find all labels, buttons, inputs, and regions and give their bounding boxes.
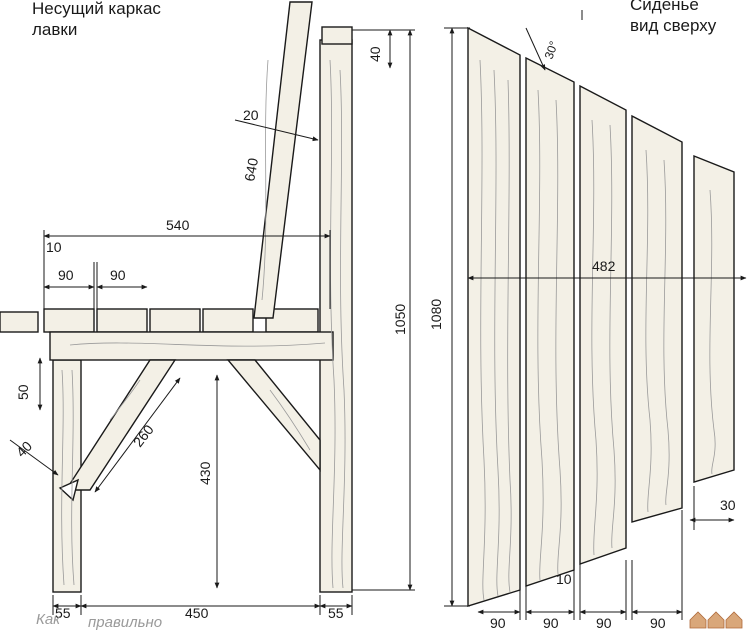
- seat-rail: [49, 331, 334, 361]
- dim-between-legs: 450: [185, 605, 209, 621]
- dim-seat-height: 430: [197, 461, 213, 485]
- seat-grain: [479, 59, 716, 601]
- seat-slat-3: [149, 308, 201, 333]
- seat-dimension-lines: [444, 10, 747, 620]
- brace-end-mark: [58, 478, 80, 502]
- dim-seat-side-height: 500: [749, 320, 751, 344]
- dim-corner: 30: [720, 497, 736, 513]
- dim-board-1: 90: [490, 615, 506, 630]
- frame-title-line2-text: лавки: [32, 20, 77, 39]
- frame-view: [0, 1, 353, 593]
- top-block: [321, 26, 353, 45]
- dim-back-length: 640: [241, 157, 261, 183]
- seat-title-line1: Сиденье: [630, 0, 699, 14]
- seat-board-3: [579, 84, 627, 565]
- dim-seat-width: 482: [592, 258, 616, 274]
- dim-back-top: 40: [367, 46, 383, 62]
- front-brace: [64, 359, 177, 491]
- frame-grain: [61, 59, 346, 589]
- rear-brace: [226, 359, 321, 472]
- seat-slat-2: [96, 308, 148, 333]
- dim-brace-end: 40: [13, 438, 35, 460]
- dim-board-2: 90: [543, 615, 559, 630]
- frame-dimension-lines: [9, 29, 415, 615]
- dim-slat-gap: 10: [46, 239, 62, 255]
- seat-board-5: [693, 154, 735, 483]
- rear-post: [319, 39, 353, 593]
- dim-total-height: 1050: [392, 304, 408, 335]
- dim-slat-2: 90: [110, 267, 126, 283]
- dim-seat-length: 1080: [428, 299, 444, 330]
- seat-board-4: [631, 114, 683, 523]
- seat-board-1: [467, 26, 521, 607]
- backrest-board: [253, 1, 313, 319]
- watermark: Как правильно: [36, 611, 743, 630]
- frame-title-line1: Несущий каркас: [32, 0, 161, 18]
- dim-seat-angle: 30°: [542, 39, 561, 61]
- dim-leg-right: 55: [328, 605, 344, 621]
- seat-title-line2: вид сверху: [630, 16, 717, 35]
- dim-seat-depth: 540: [166, 217, 190, 233]
- dim-rail-height: 50: [15, 384, 31, 400]
- dim-back-width: 20: [243, 107, 259, 123]
- dim-leg-left: 55: [55, 605, 71, 621]
- dim-slat-1: 90: [58, 267, 74, 283]
- seat-slat-4: [202, 308, 254, 333]
- seat-view: [467, 26, 735, 607]
- watermark-word: правильно: [88, 614, 162, 630]
- watermark-prefix: Как: [36, 611, 61, 628]
- seat-board-2: [525, 56, 575, 587]
- seat-slat-1: [43, 308, 95, 333]
- house-icon: [689, 611, 743, 629]
- dim-seat-gap: 10: [556, 571, 572, 587]
- dim-board-3: 90: [596, 615, 612, 630]
- dim-board-4: 90: [650, 615, 666, 630]
- dim-brace-length: 260: [130, 421, 157, 449]
- slat-edge-left: [0, 311, 39, 333]
